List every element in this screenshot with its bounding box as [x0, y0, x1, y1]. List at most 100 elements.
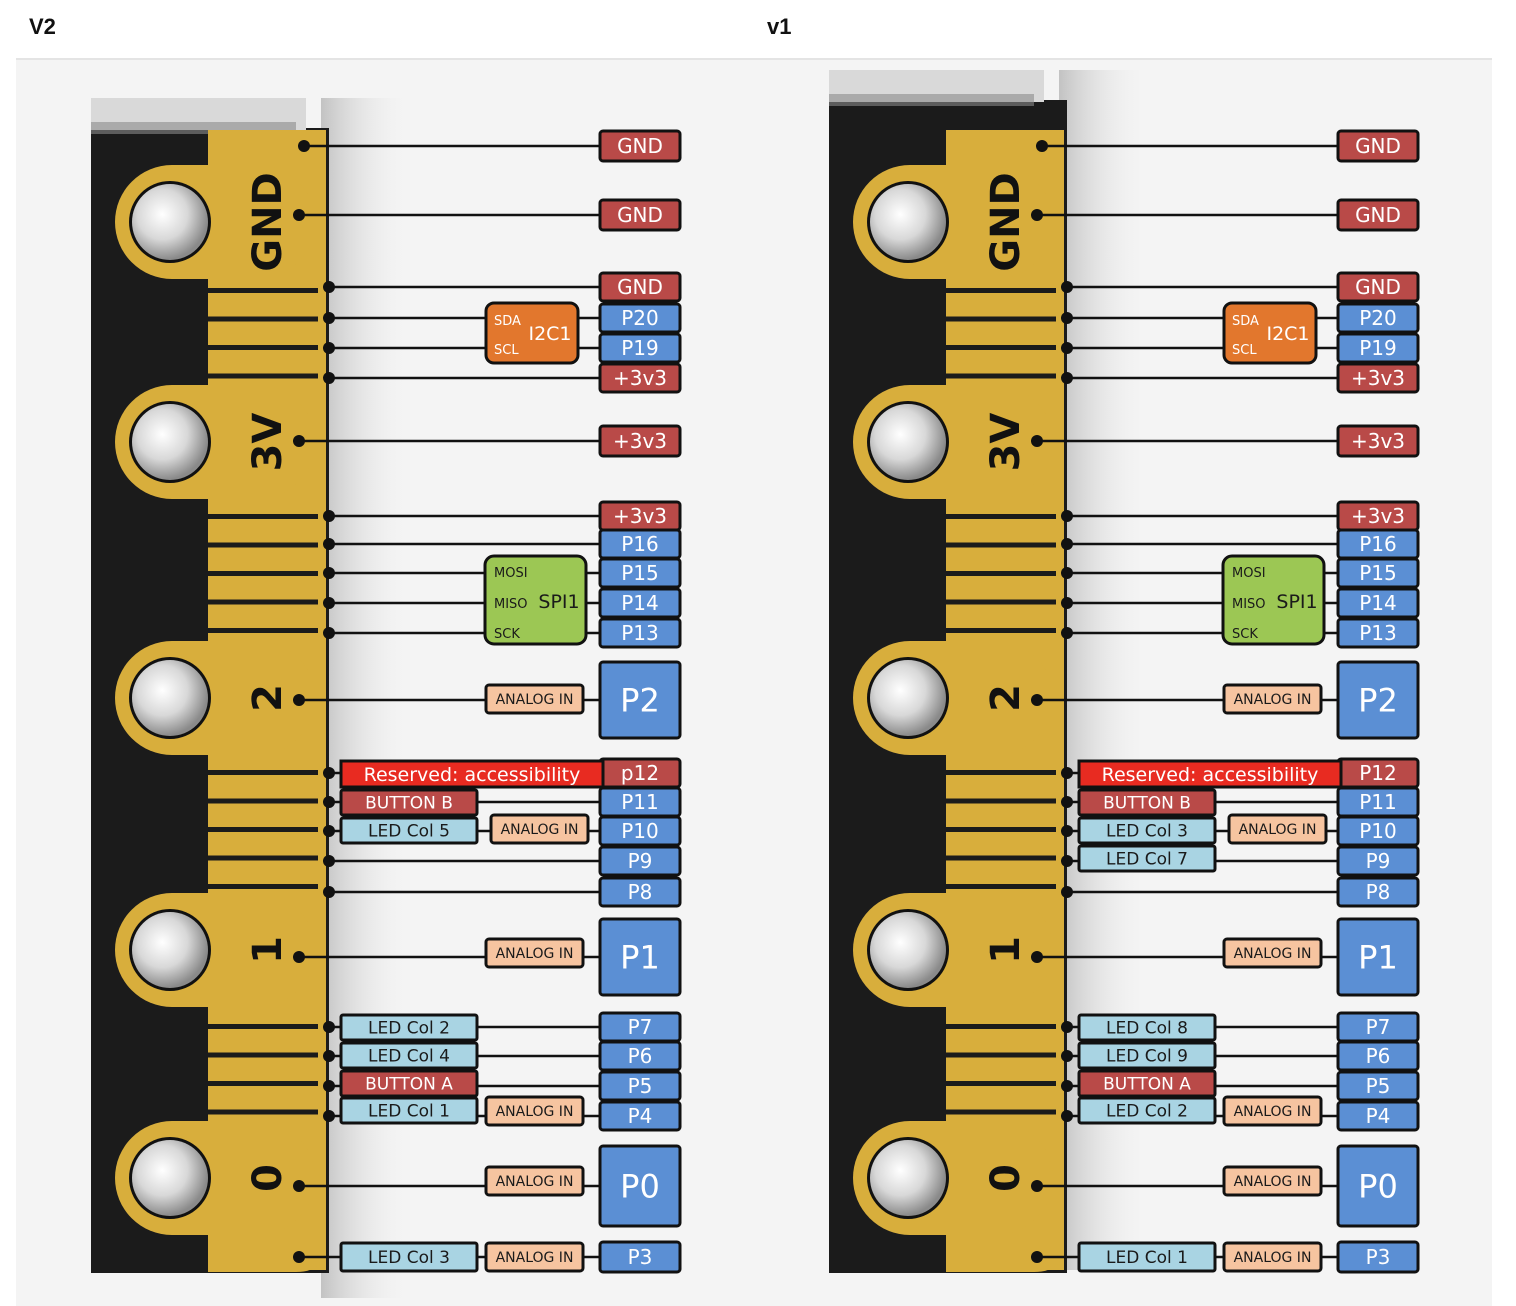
pin-p5-dot [323, 1080, 335, 1092]
analog-in-p0: ANALOG IN [496, 1174, 574, 1190]
pin-p6-dot [1061, 1050, 1073, 1062]
pin-p10: P10 [1359, 819, 1397, 843]
pin-p14-dot [1061, 597, 1073, 609]
spi-box [1221, 554, 1326, 646]
button-b: BUTTON B [365, 794, 453, 814]
reserved-accessibility: Reserved: accessibility [364, 764, 581, 786]
pad-3v-hole [132, 404, 208, 480]
pin-gap-1 [946, 514, 1056, 519]
pin-p6: P6 [628, 1044, 653, 1068]
pin-gap-0 [946, 373, 1056, 379]
pin-gap-3 [946, 1109, 1056, 1115]
pin-gnd-1: GND [617, 134, 663, 158]
pin-gnd-2: GND [617, 203, 663, 227]
pin-p4-box [598, 1100, 682, 1132]
pin-p3-dot [293, 1251, 305, 1263]
pin-p6-dot [323, 1050, 335, 1062]
pin-p1-box [598, 917, 682, 997]
pin-p8-dot [323, 886, 335, 898]
spi-sck: SCK [1232, 627, 1258, 642]
pin-gap-0 [946, 288, 1056, 293]
i2c-name: I2C1 [1266, 323, 1309, 345]
button-a-box [1077, 1069, 1217, 1098]
pin-p15-dot [323, 567, 335, 579]
analog-in-p3: ANALOG IN [1234, 1250, 1312, 1266]
pad-0-hole [132, 1140, 208, 1216]
pin-gap-0 [208, 345, 318, 350]
analog-in-p10-box [489, 813, 590, 845]
i2c-sda: SDA [1232, 314, 1259, 329]
pin-p7: P7 [1366, 1015, 1391, 1039]
pin-p10: P10 [621, 819, 659, 843]
pin-gap-1 [208, 542, 318, 548]
pin-3v3-1-dot [323, 372, 335, 384]
pin-p19-dot [1061, 342, 1073, 354]
pin-3v3-2-box [1336, 424, 1420, 458]
led-p4: LED Col 1 [368, 1102, 450, 1122]
button-b: BUTTON B [1103, 794, 1191, 814]
pin-p15-box [1336, 557, 1420, 589]
pin-p14-dot [323, 597, 335, 609]
pin-p16-dot [1061, 538, 1073, 550]
pin-gap-2 [946, 827, 1056, 832]
analog-in-p3-box [1222, 1241, 1323, 1273]
i2c-name: I2C1 [528, 323, 571, 345]
pin-gap-0 [208, 288, 318, 293]
pin-p14: P14 [1359, 591, 1397, 615]
pin-p15-dot [1061, 567, 1073, 579]
reserved-accessibility-box [339, 759, 605, 789]
pin-p11: P11 [1359, 790, 1397, 814]
pin-p0-box [1336, 1144, 1420, 1228]
pin-p15: P15 [621, 561, 659, 585]
button-a-box [339, 1069, 479, 1098]
pin-gap-3 [208, 1109, 318, 1115]
pin-3v3-1-box [1336, 362, 1420, 394]
pad-2-hole [870, 660, 946, 736]
header-v2: V2 [29, 14, 56, 39]
pin-p13-box [1336, 617, 1420, 649]
reserved-accessibility-box [1077, 759, 1343, 789]
pin-p0-box [598, 1144, 682, 1228]
pin-p1-dot [1031, 951, 1043, 963]
pin-p7-dot [1061, 1021, 1073, 1033]
pin-3v3-3: +3v3 [613, 504, 667, 528]
pad-1-label: 1 [983, 936, 1029, 964]
pad-0-label: 0 [245, 1164, 291, 1192]
analog-in-p2-box [1222, 683, 1323, 715]
pin-p4-dot [1061, 1110, 1073, 1122]
pin-3v3-3-dot [323, 510, 335, 522]
pin-gnd-2: GND [1355, 203, 1401, 227]
analog-in-p0: ANALOG IN [1234, 1174, 1312, 1190]
gold-edge-top [208, 130, 326, 160]
pin-3v3-1: +3v3 [613, 366, 667, 390]
pin-p10-dot [1061, 825, 1073, 837]
led-p4-box [339, 1096, 479, 1125]
spi-mosi: MOSI [494, 566, 528, 581]
pin-p9-box [598, 845, 682, 877]
pin-gnd-2-box [1336, 198, 1420, 232]
pin-p6-box [598, 1040, 682, 1072]
pin-gnd-1-box [598, 129, 682, 163]
pin-gnd-2-dot [1031, 209, 1043, 221]
pin-p10-dot [323, 825, 335, 837]
pin-p10-box [598, 815, 682, 847]
pin-p12-dot [1061, 767, 1073, 779]
pin-gnd-3: GND [1355, 275, 1401, 299]
pin-p12: p12 [621, 761, 659, 785]
pin-p0: P0 [620, 1168, 660, 1206]
pin-p20: P20 [621, 306, 659, 330]
analog-in-p10-box [1227, 813, 1328, 845]
pin-gap-3 [208, 1081, 318, 1086]
pad-0-label: 0 [983, 1164, 1029, 1192]
spi-miso: MISO [494, 597, 528, 612]
pin-gap-2 [208, 884, 318, 889]
analog-in-p4-box [1222, 1095, 1323, 1127]
led-p9-box [1077, 844, 1217, 873]
button-a: BUTTON A [1103, 1075, 1191, 1095]
pin-gap-3 [946, 1081, 1056, 1086]
reserved-accessibility: Reserved: accessibility [1102, 764, 1319, 786]
pin-p1-box [1336, 917, 1420, 997]
pin-p20-box [598, 302, 682, 334]
pin-3v3-2-dot [1031, 435, 1043, 447]
pin-p13-dot [323, 627, 335, 639]
